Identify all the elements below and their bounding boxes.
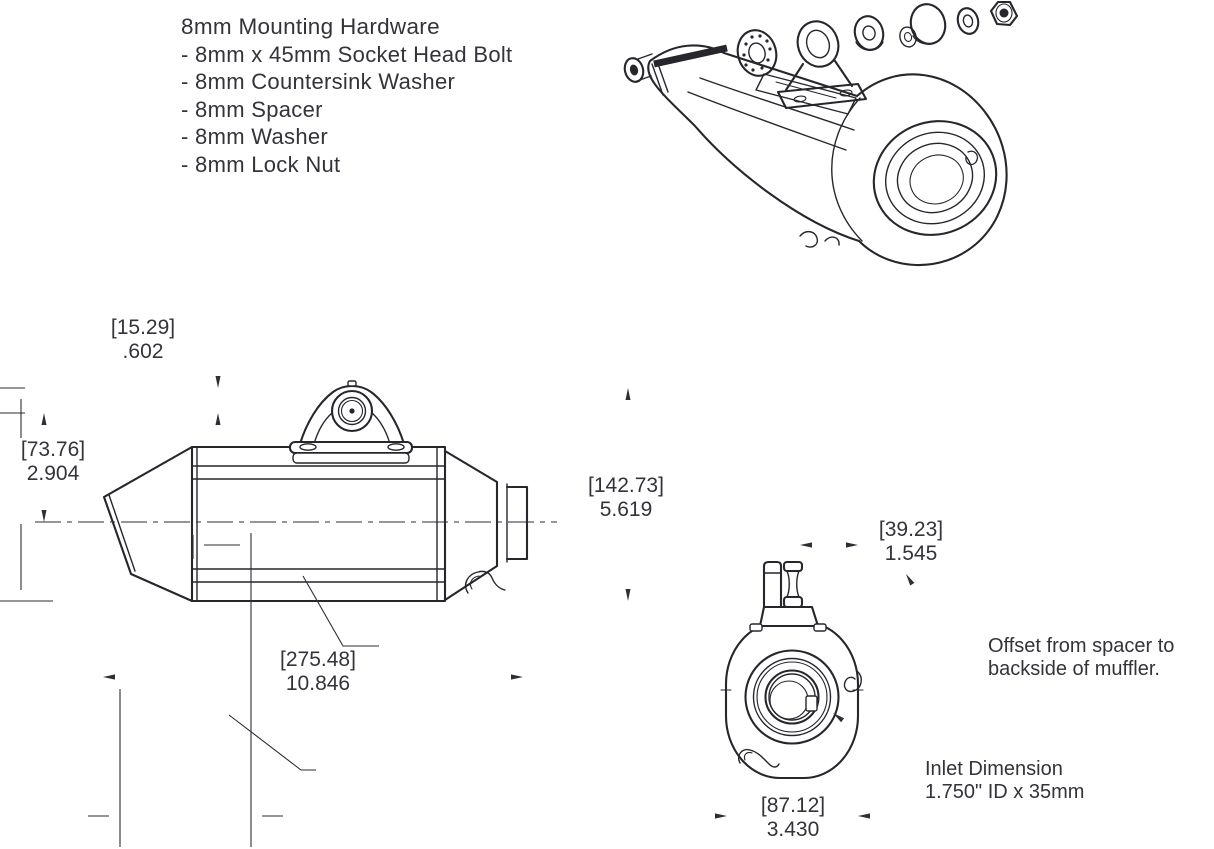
- hardware-list-item: - 8mm x 45mm Socket Head Bolt: [181, 41, 513, 67]
- countersink-washer-iso: [733, 26, 782, 80]
- side-view: [0, 376, 631, 680]
- lock-nut-iso: [991, 2, 1017, 25]
- end-view-muffler: [721, 562, 863, 778]
- hardware-list: 8mm Mounting Hardware - 8mm x 45mm Socke…: [181, 13, 512, 178]
- dim-bracket-top-to-hole: [15.29] .602: [107, 316, 179, 364]
- hardware-list-item: - 8mm Lock Nut: [181, 151, 341, 177]
- hardware-list-title: 8mm Mounting Hardware: [181, 14, 440, 39]
- dim-hole-to-centerline: [73.76] 2.904: [17, 438, 89, 486]
- note-offset: Offset from spacer to backside of muffle…: [988, 635, 1175, 680]
- stepped-washer-iso: [898, 0, 950, 48]
- bolt-iso: [622, 48, 727, 84]
- side-view-bracket: [290, 381, 412, 463]
- end-view: [88, 533, 915, 847]
- hardware-list-item: - 8mm Spacer: [181, 96, 323, 122]
- mounting-bracket-iso: [778, 16, 866, 108]
- exploded-iso-view: [622, 0, 1017, 265]
- dim-spacer-offset: [39.23] 1.545: [875, 518, 947, 566]
- outlet-rings-iso: [857, 103, 1014, 253]
- end-view-spacer-stack: [750, 562, 826, 631]
- hardware-list-item: - 8mm Washer: [181, 124, 329, 149]
- muffler-body-iso: [648, 45, 1013, 265]
- flat-washer-iso: [955, 6, 981, 36]
- side-view-dimensions: [0, 376, 631, 680]
- spacer-iso: [851, 13, 887, 53]
- side-view-muffler: [104, 447, 527, 601]
- dim-overall-length: [275.48] 10.846: [277, 648, 359, 696]
- dim-body-width: [87.12] 3.430: [757, 794, 829, 842]
- hardware-list-item: - 8mm Countersink Washer: [181, 69, 456, 94]
- dim-overall-height: [142.73] 5.619: [585, 474, 667, 522]
- note-inlet: Inlet Dimension 1.750" ID x 35mm: [925, 758, 1085, 803]
- end-view-dimensions: [88, 533, 915, 847]
